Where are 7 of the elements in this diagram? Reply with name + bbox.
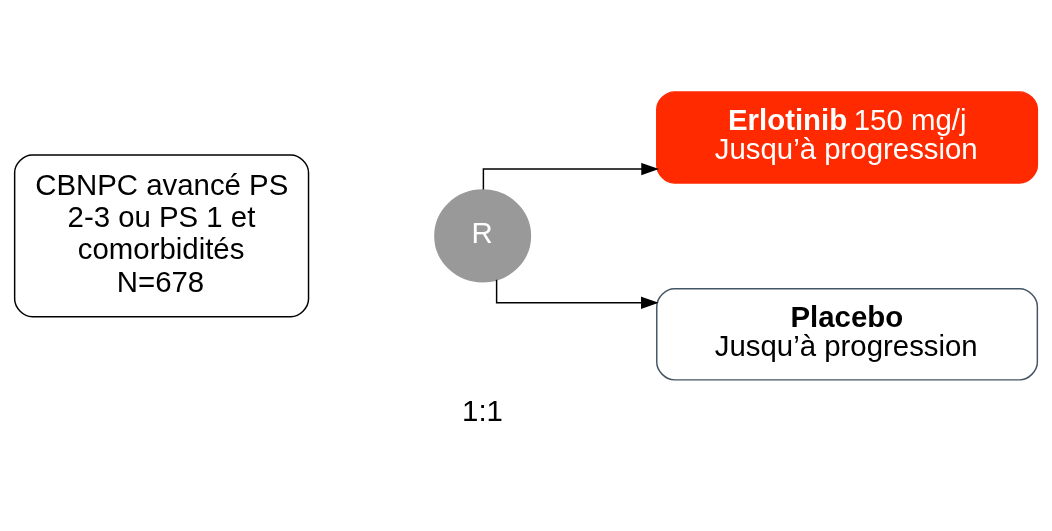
arrow — [495, 278, 659, 309]
node-box: Erlotinib 150 mg/j Jusqu’à progression — [656, 90, 1039, 184]
node-circle: R — [434, 188, 532, 282]
node-box: CBNPC avancé PS 2-3 ou PS 1 et comorbidités N=678 — [13, 153, 310, 317]
node-box: Placebo Jusqu’à progression — [656, 287, 1039, 381]
arrow — [482, 162, 659, 190]
node-label: 1:1 — [462, 393, 503, 427]
